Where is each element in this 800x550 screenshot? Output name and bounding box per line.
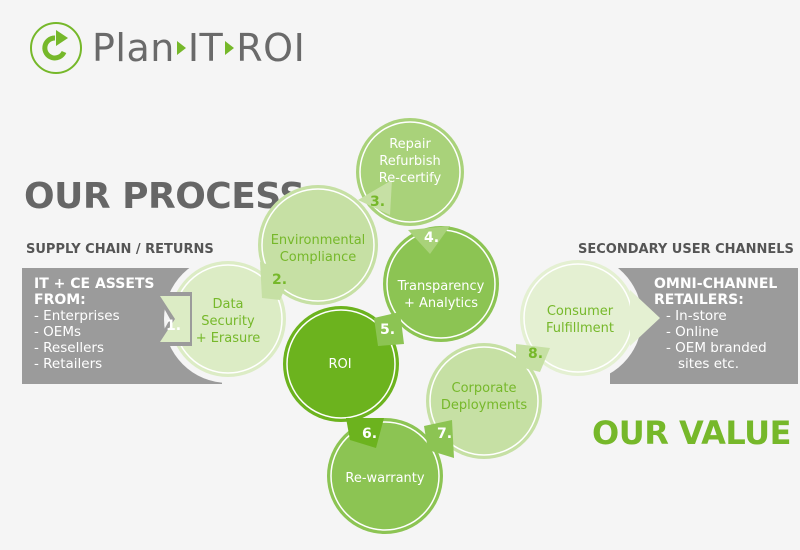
step-1-label: Data Security + Erasure xyxy=(188,296,268,347)
label-line: Re-certify xyxy=(378,171,442,186)
logo-part-plan: Plan xyxy=(92,26,175,70)
step-7-circle xyxy=(424,343,542,459)
label-line: ROI xyxy=(328,357,352,372)
right-panel-item: - OEM branded xyxy=(666,340,767,356)
refresh-arrow-icon xyxy=(30,22,82,74)
step-7-label: Corporate Deployments xyxy=(434,380,534,414)
step-3-number: 3. xyxy=(370,194,386,210)
left-panel-title-2: FROM: xyxy=(34,292,86,308)
supply-chain-subtitle: SUPPLY CHAIN / RETURNS xyxy=(26,242,214,257)
step-1-circle xyxy=(155,255,292,383)
step-5-label: ROI xyxy=(315,356,365,373)
logo-part-it: IT xyxy=(187,26,224,70)
logo: Plan IT ROI xyxy=(28,20,305,76)
step-4-circle xyxy=(383,226,499,342)
play-triangle-icon xyxy=(176,41,186,55)
right-panel-item: sites etc. xyxy=(678,356,740,372)
play-triangle-icon xyxy=(225,41,235,55)
left-panel-text: IT + CE ASSETS FROM: - Enterprises - OEM… xyxy=(34,276,155,372)
step-6-circle xyxy=(327,418,443,534)
logo-part-roi: ROI xyxy=(236,26,306,70)
label-line: Data xyxy=(212,297,244,312)
step-6-number: 6. xyxy=(362,426,378,442)
label-line: Compliance xyxy=(279,250,357,265)
left-panel-item: - OEMs xyxy=(34,324,81,340)
right-panel-title-1: OMNI-CHANNEL xyxy=(654,276,778,292)
label-line: Deployments xyxy=(440,398,528,413)
left-panel-item: - Enterprises xyxy=(34,308,120,324)
step-3-circle xyxy=(356,118,464,226)
step-5-circle xyxy=(283,306,404,422)
secondary-channels-subtitle: SECONDARY USER CHANNELS xyxy=(578,242,794,257)
right-panel-item: - In-store xyxy=(666,308,727,324)
label-line: + Analytics xyxy=(403,296,479,311)
step-4-label: Transparency + Analytics xyxy=(391,278,491,312)
our-process-heading: OUR PROCESS xyxy=(24,176,305,217)
right-panel-title-2: RETAILERS: xyxy=(654,292,744,308)
step-8-circle xyxy=(514,254,660,382)
step-2-number: 2. xyxy=(272,272,288,288)
step-4-number: 4. xyxy=(424,230,440,246)
label-line: Refurbish xyxy=(379,154,441,169)
step-2-label: Environmental Compliance xyxy=(263,232,373,266)
left-panel-title-1: IT + CE ASSETS xyxy=(34,276,155,292)
our-value-heading: OUR VALUE xyxy=(592,414,791,452)
step-1-number: 1. xyxy=(166,318,182,334)
label-line: Consumer xyxy=(546,304,614,319)
label-line: Fulfillment xyxy=(545,321,615,336)
step-3-label: Repair Refurbish Re-certify xyxy=(370,136,450,187)
left-panel-item: - Resellers xyxy=(34,340,104,356)
logo-wordmark: Plan IT ROI xyxy=(92,26,305,70)
label-line: Corporate xyxy=(451,381,517,396)
step-2-circle xyxy=(258,185,378,305)
step-8-label: Consumer Fulfillment xyxy=(530,303,630,337)
label-line: Environmental xyxy=(270,233,366,248)
step-7-number: 7. xyxy=(437,426,453,442)
step-8-number: 8. xyxy=(528,346,544,362)
step-6-label: Re-warranty xyxy=(335,470,435,487)
right-panel-text: OMNI-CHANNEL RETAILERS: - In-store - Onl… xyxy=(654,276,777,372)
right-panel-item: - Online xyxy=(666,324,719,340)
label-line: Re-warranty xyxy=(345,471,425,486)
left-panel-item: - Retailers xyxy=(34,356,103,372)
label-line: + Erasure xyxy=(195,331,261,346)
label-line: Security xyxy=(201,314,255,329)
label-line: Transparency xyxy=(397,279,485,294)
label-line: Repair xyxy=(389,137,431,152)
step-5-number: 5. xyxy=(380,322,396,338)
